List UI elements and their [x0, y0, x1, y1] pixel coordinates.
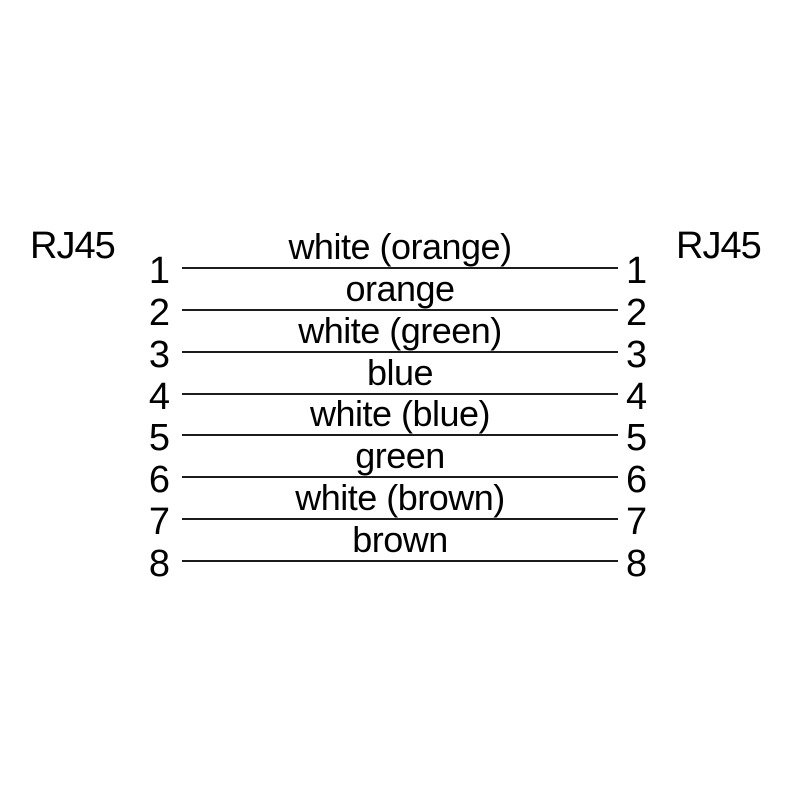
pin-number-left: 8: [148, 543, 170, 585]
wire-line: [182, 476, 618, 478]
pin-number-right: 6: [626, 459, 648, 501]
wire-color-label: brown: [352, 519, 448, 560]
right-connector-label: RJ45: [676, 225, 762, 267]
wire-line: [182, 434, 618, 436]
wire-color-label: orange: [345, 268, 455, 309]
wire-color-label: white (green): [298, 310, 502, 351]
wire-color-label: blue: [366, 352, 434, 393]
wire-line: [182, 518, 618, 520]
pin-number-left: 3: [148, 334, 170, 376]
pin-number-right: 3: [626, 334, 648, 376]
pin-number-right: 2: [626, 292, 648, 334]
pin-number-right: 8: [626, 543, 648, 585]
wire-color-label: green: [355, 435, 445, 476]
wire-line: [182, 267, 618, 269]
pin-number-right: 1: [626, 250, 648, 292]
pin-number-right: 5: [626, 417, 648, 459]
wire-line: [182, 560, 618, 562]
pin-number-left: 2: [148, 292, 170, 334]
left-connector-label: RJ45: [30, 225, 116, 267]
wire-line: [182, 351, 618, 353]
wire-color-label: white (orange): [288, 226, 512, 267]
wire-color-label: white (blue): [309, 393, 491, 434]
wire-line: [182, 309, 618, 311]
pin-number-left: 6: [148, 459, 170, 501]
wire-color-label: white (brown): [295, 477, 505, 518]
pin-number-right: 4: [626, 376, 648, 418]
pin-number-left: 5: [148, 417, 170, 459]
pin-number-left: 1: [148, 250, 170, 292]
pin-number-left: 7: [148, 501, 170, 543]
pin-number-left: 4: [148, 376, 170, 418]
pin-number-right: 7: [626, 501, 648, 543]
wire-line: [182, 393, 618, 395]
